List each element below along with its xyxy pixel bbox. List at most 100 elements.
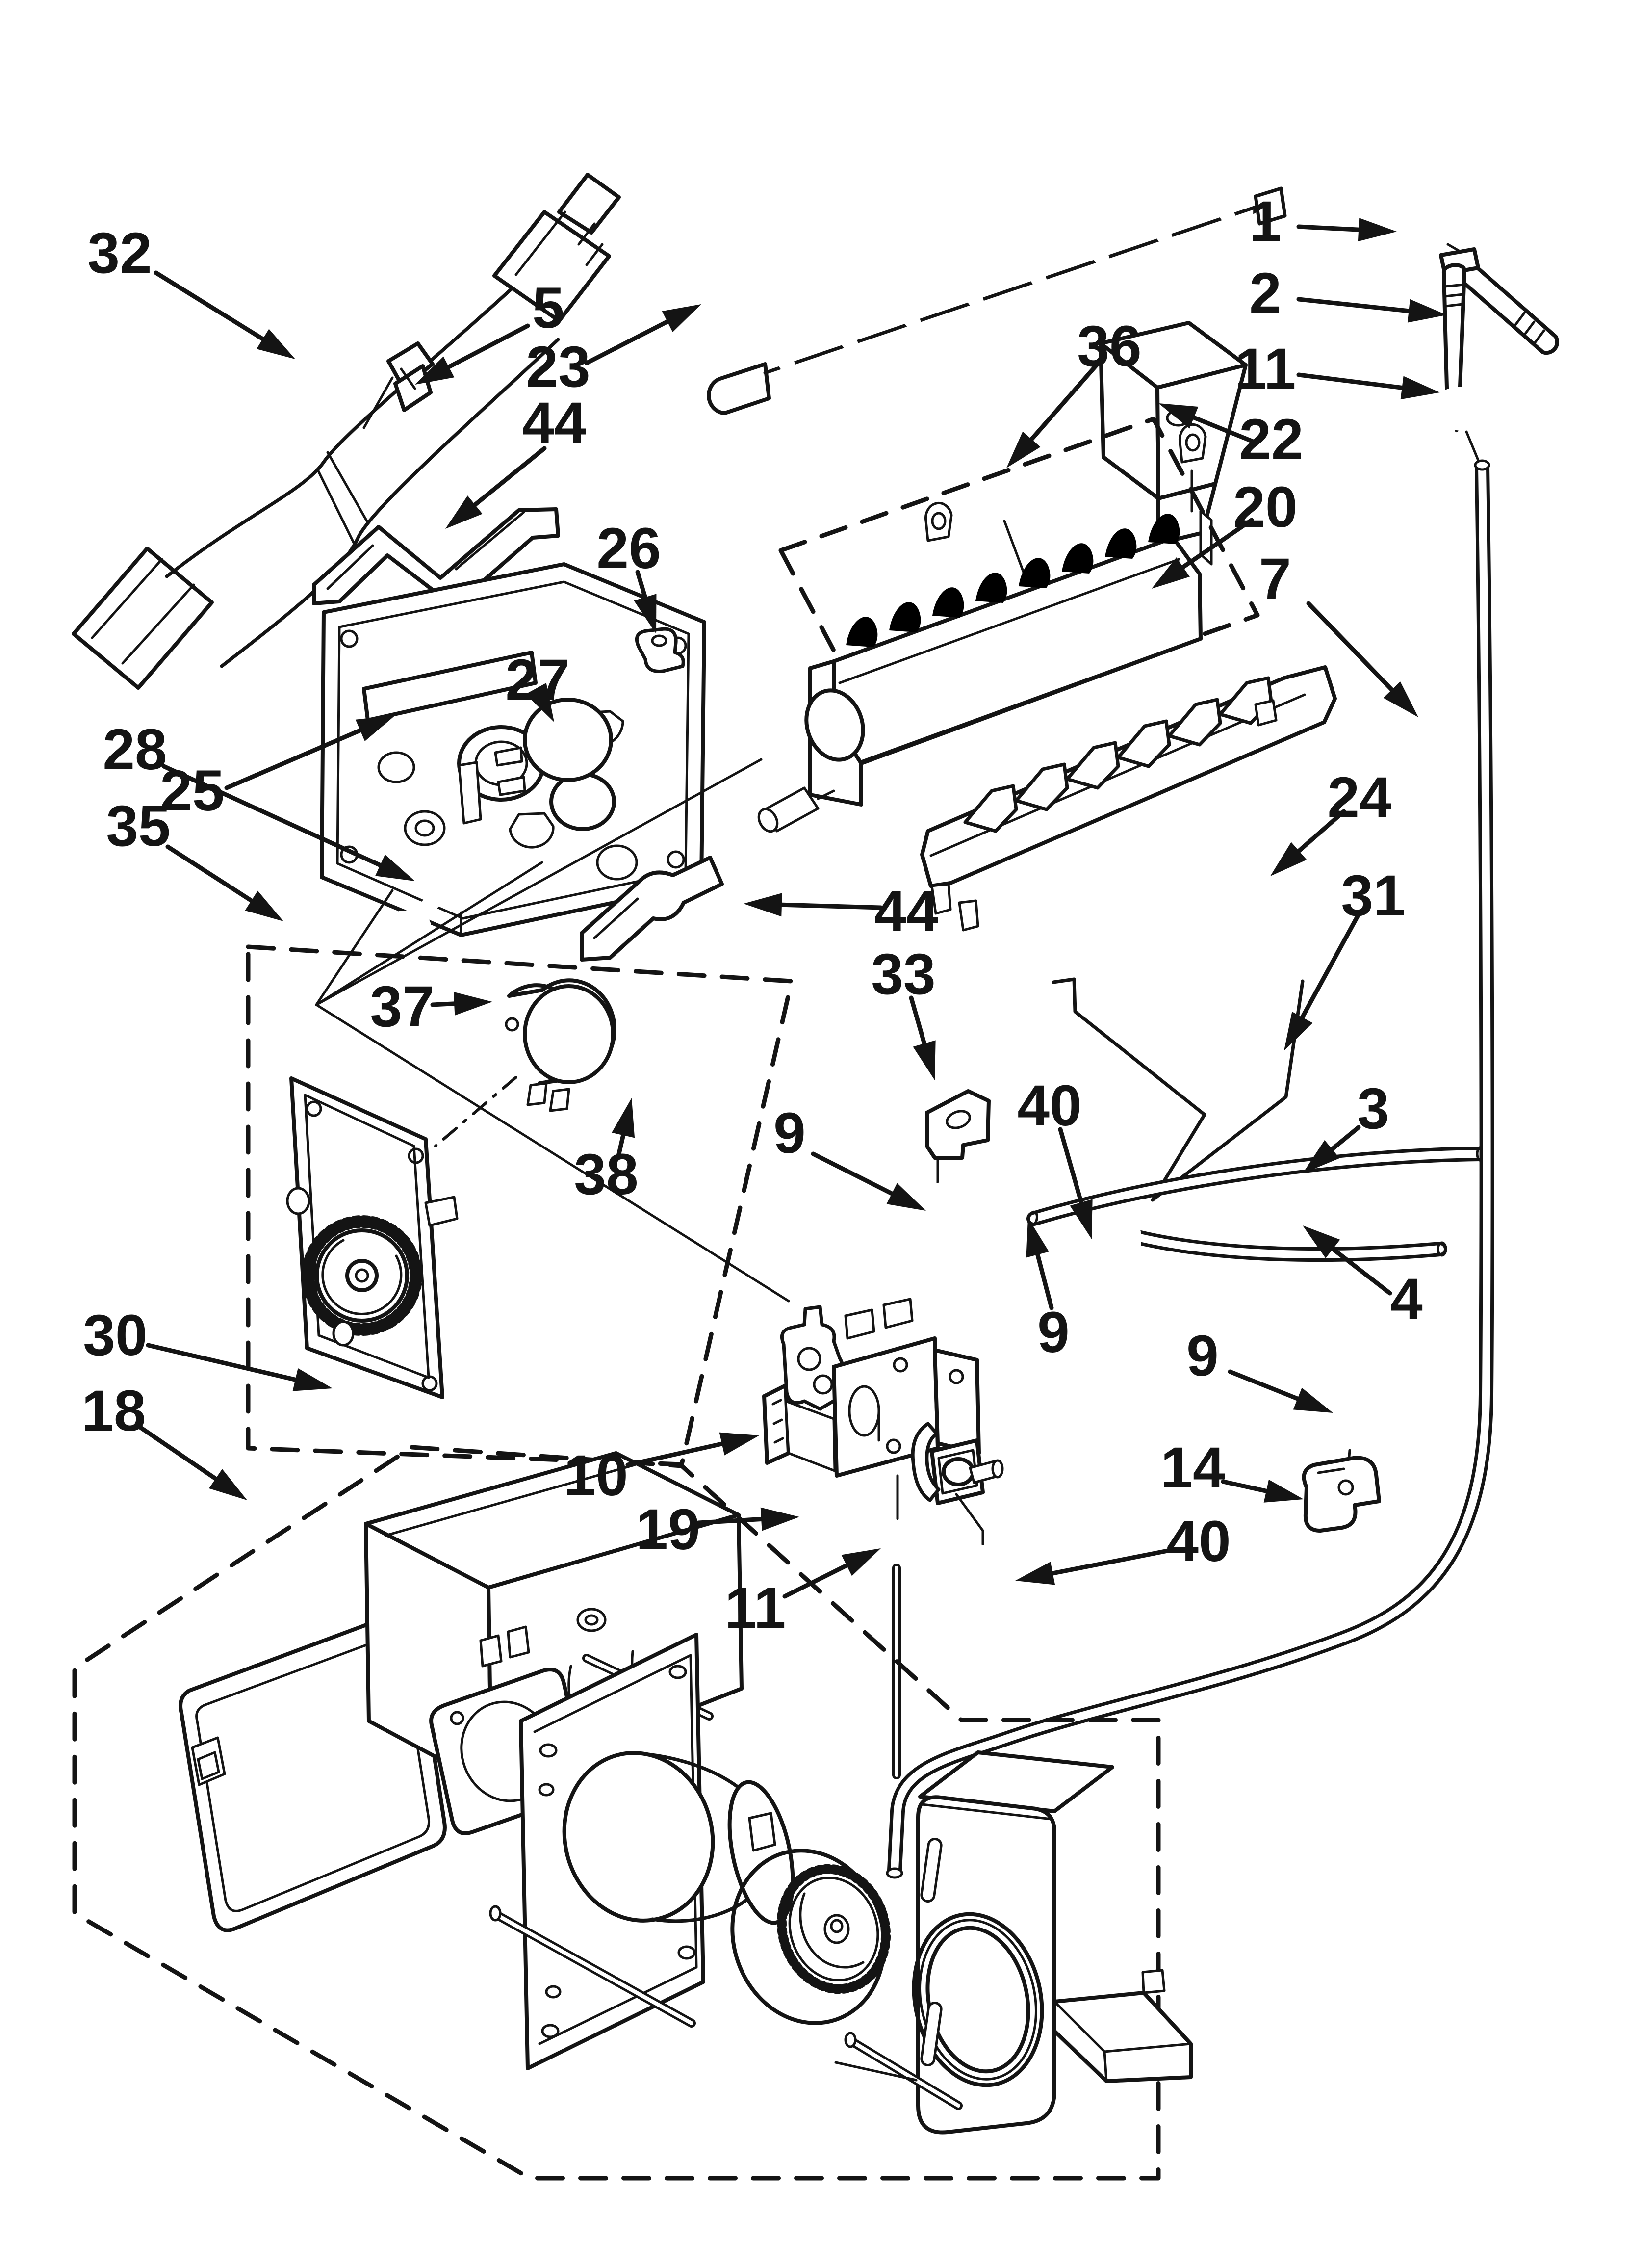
gear-plate-part bbox=[286, 1076, 459, 1399]
leader-arrowhead bbox=[355, 715, 395, 741]
callout-label-18: 18 bbox=[81, 1379, 146, 1443]
leader-arrowhead bbox=[1358, 218, 1397, 242]
callout-27-12: 27 bbox=[505, 648, 570, 722]
callout-label-40: 40 bbox=[1166, 1509, 1231, 1574]
leader-line bbox=[1178, 518, 1254, 572]
callout-label-40: 40 bbox=[1017, 1073, 1081, 1138]
leader-line bbox=[782, 1561, 852, 1599]
leader-line bbox=[137, 1424, 221, 1484]
leader-line bbox=[161, 764, 386, 869]
auger-part bbox=[707, 156, 1287, 415]
tube-clamp-part bbox=[1302, 1456, 1381, 1533]
leader-line bbox=[224, 727, 366, 790]
leader-arrowhead bbox=[1263, 1479, 1304, 1503]
callout-label-37: 37 bbox=[370, 974, 434, 1039]
callout-14-30: 14 bbox=[1160, 1435, 1304, 1503]
leader-line bbox=[909, 995, 928, 1050]
shutoff-arm-top-part bbox=[312, 507, 560, 608]
callout-10-32: 10 bbox=[564, 1432, 759, 1508]
water-fill-pin-part bbox=[1439, 247, 1560, 439]
callout-19-33: 19 bbox=[636, 1497, 799, 1562]
air-duct-housing-part bbox=[834, 1750, 1193, 2135]
leader-arrowhead bbox=[662, 304, 701, 332]
icemaker-mold-part bbox=[757, 417, 1260, 833]
callout-37-19: 37 bbox=[370, 974, 492, 1039]
callout-1-5: 1 bbox=[1249, 189, 1397, 254]
leader-arrowhead bbox=[612, 1098, 635, 1138]
tube-3-part bbox=[1026, 1146, 1488, 1227]
leader-arrowhead bbox=[1400, 376, 1440, 400]
leader-arrowhead bbox=[245, 890, 283, 921]
callout-33-21: 33 bbox=[871, 942, 936, 1080]
screw-36-part bbox=[946, 446, 1027, 580]
fan-mount-plate-part bbox=[489, 1633, 795, 2070]
leader-arrowhead bbox=[1026, 1218, 1049, 1258]
callout-30-27: 30 bbox=[83, 1303, 333, 1391]
leader-line bbox=[443, 323, 530, 371]
callout-label-26: 26 bbox=[596, 516, 661, 581]
leader-arrowhead bbox=[1158, 403, 1199, 429]
leader-arrowhead bbox=[292, 1368, 333, 1391]
leader-arrowhead bbox=[719, 1432, 759, 1456]
callout-2-6: 2 bbox=[1249, 261, 1447, 326]
callout-label-1: 1 bbox=[1249, 189, 1282, 254]
callout-label-20: 20 bbox=[1233, 475, 1297, 540]
callout-11-34: 11 bbox=[725, 1548, 881, 1641]
leader-line bbox=[469, 446, 547, 510]
leader-line bbox=[696, 1516, 768, 1525]
callout-label-14: 14 bbox=[1160, 1435, 1225, 1500]
callout-label-24: 24 bbox=[1327, 765, 1391, 830]
callout-7-10: 7 bbox=[1259, 547, 1418, 717]
leader-arrowhead bbox=[209, 1469, 247, 1500]
callout-40-23: 40 bbox=[1017, 1073, 1093, 1239]
leader-arrowhead bbox=[1015, 1562, 1055, 1585]
water-valve-part bbox=[762, 1298, 1004, 1546]
callout-label-31: 31 bbox=[1341, 863, 1405, 928]
callout-9-22: 9 bbox=[773, 1101, 926, 1211]
leader-arrowhead bbox=[886, 1183, 926, 1211]
callout-label-23: 23 bbox=[526, 335, 590, 399]
callout-label-9: 9 bbox=[773, 1101, 806, 1166]
leader-arrowhead bbox=[1284, 1012, 1313, 1051]
leader-arrowhead bbox=[1070, 1199, 1093, 1239]
leader-line bbox=[430, 1001, 461, 1007]
leader-arrowhead bbox=[1152, 557, 1190, 589]
callout-label-32: 32 bbox=[87, 221, 152, 286]
timing-motor-part bbox=[505, 978, 616, 1112]
nut-11a-part bbox=[1438, 387, 1483, 462]
callout-label-35: 35 bbox=[106, 794, 170, 859]
leader-line bbox=[811, 1151, 898, 1198]
callout-label-28: 28 bbox=[103, 717, 167, 782]
tube-4-part bbox=[1111, 1224, 1447, 1262]
blower-wheel-part bbox=[730, 1849, 891, 2025]
leader-line bbox=[1327, 1125, 1361, 1154]
leader-line bbox=[1228, 1369, 1304, 1403]
nut-40b-part bbox=[962, 1545, 1006, 1588]
callout-20-9: 20 bbox=[1152, 475, 1298, 589]
screw-19-part bbox=[788, 1489, 863, 1564]
callout-28-14: 28 bbox=[103, 717, 415, 881]
callout-label-22: 22 bbox=[1239, 407, 1303, 472]
leader-arrowhead bbox=[1270, 842, 1307, 876]
callout-label-19: 19 bbox=[636, 1497, 700, 1562]
leader-arrowhead bbox=[375, 854, 415, 881]
callout-label-9: 9 bbox=[1037, 1300, 1070, 1365]
callout-40-31: 40 bbox=[1015, 1509, 1231, 1585]
shutoff-spacer-part bbox=[580, 856, 724, 962]
leader-arrowhead bbox=[445, 495, 483, 529]
callout-label-36: 36 bbox=[1077, 314, 1141, 379]
callout-label-33: 33 bbox=[871, 942, 935, 1007]
leader-line bbox=[165, 844, 257, 905]
nut-11b-part bbox=[872, 1520, 921, 1779]
leader-line bbox=[1306, 601, 1397, 695]
leader-arrowhead bbox=[415, 356, 455, 385]
leader-arrowhead bbox=[913, 1040, 936, 1080]
leader-line bbox=[584, 317, 673, 365]
leader-arrowhead bbox=[841, 1548, 881, 1576]
leader-arrowhead bbox=[453, 991, 492, 1016]
callout-22-8: 22 bbox=[1158, 403, 1304, 472]
bracket-33-part bbox=[925, 1089, 991, 1194]
thermostat-part bbox=[494, 698, 613, 796]
leader-arrowhead bbox=[1303, 1140, 1340, 1173]
